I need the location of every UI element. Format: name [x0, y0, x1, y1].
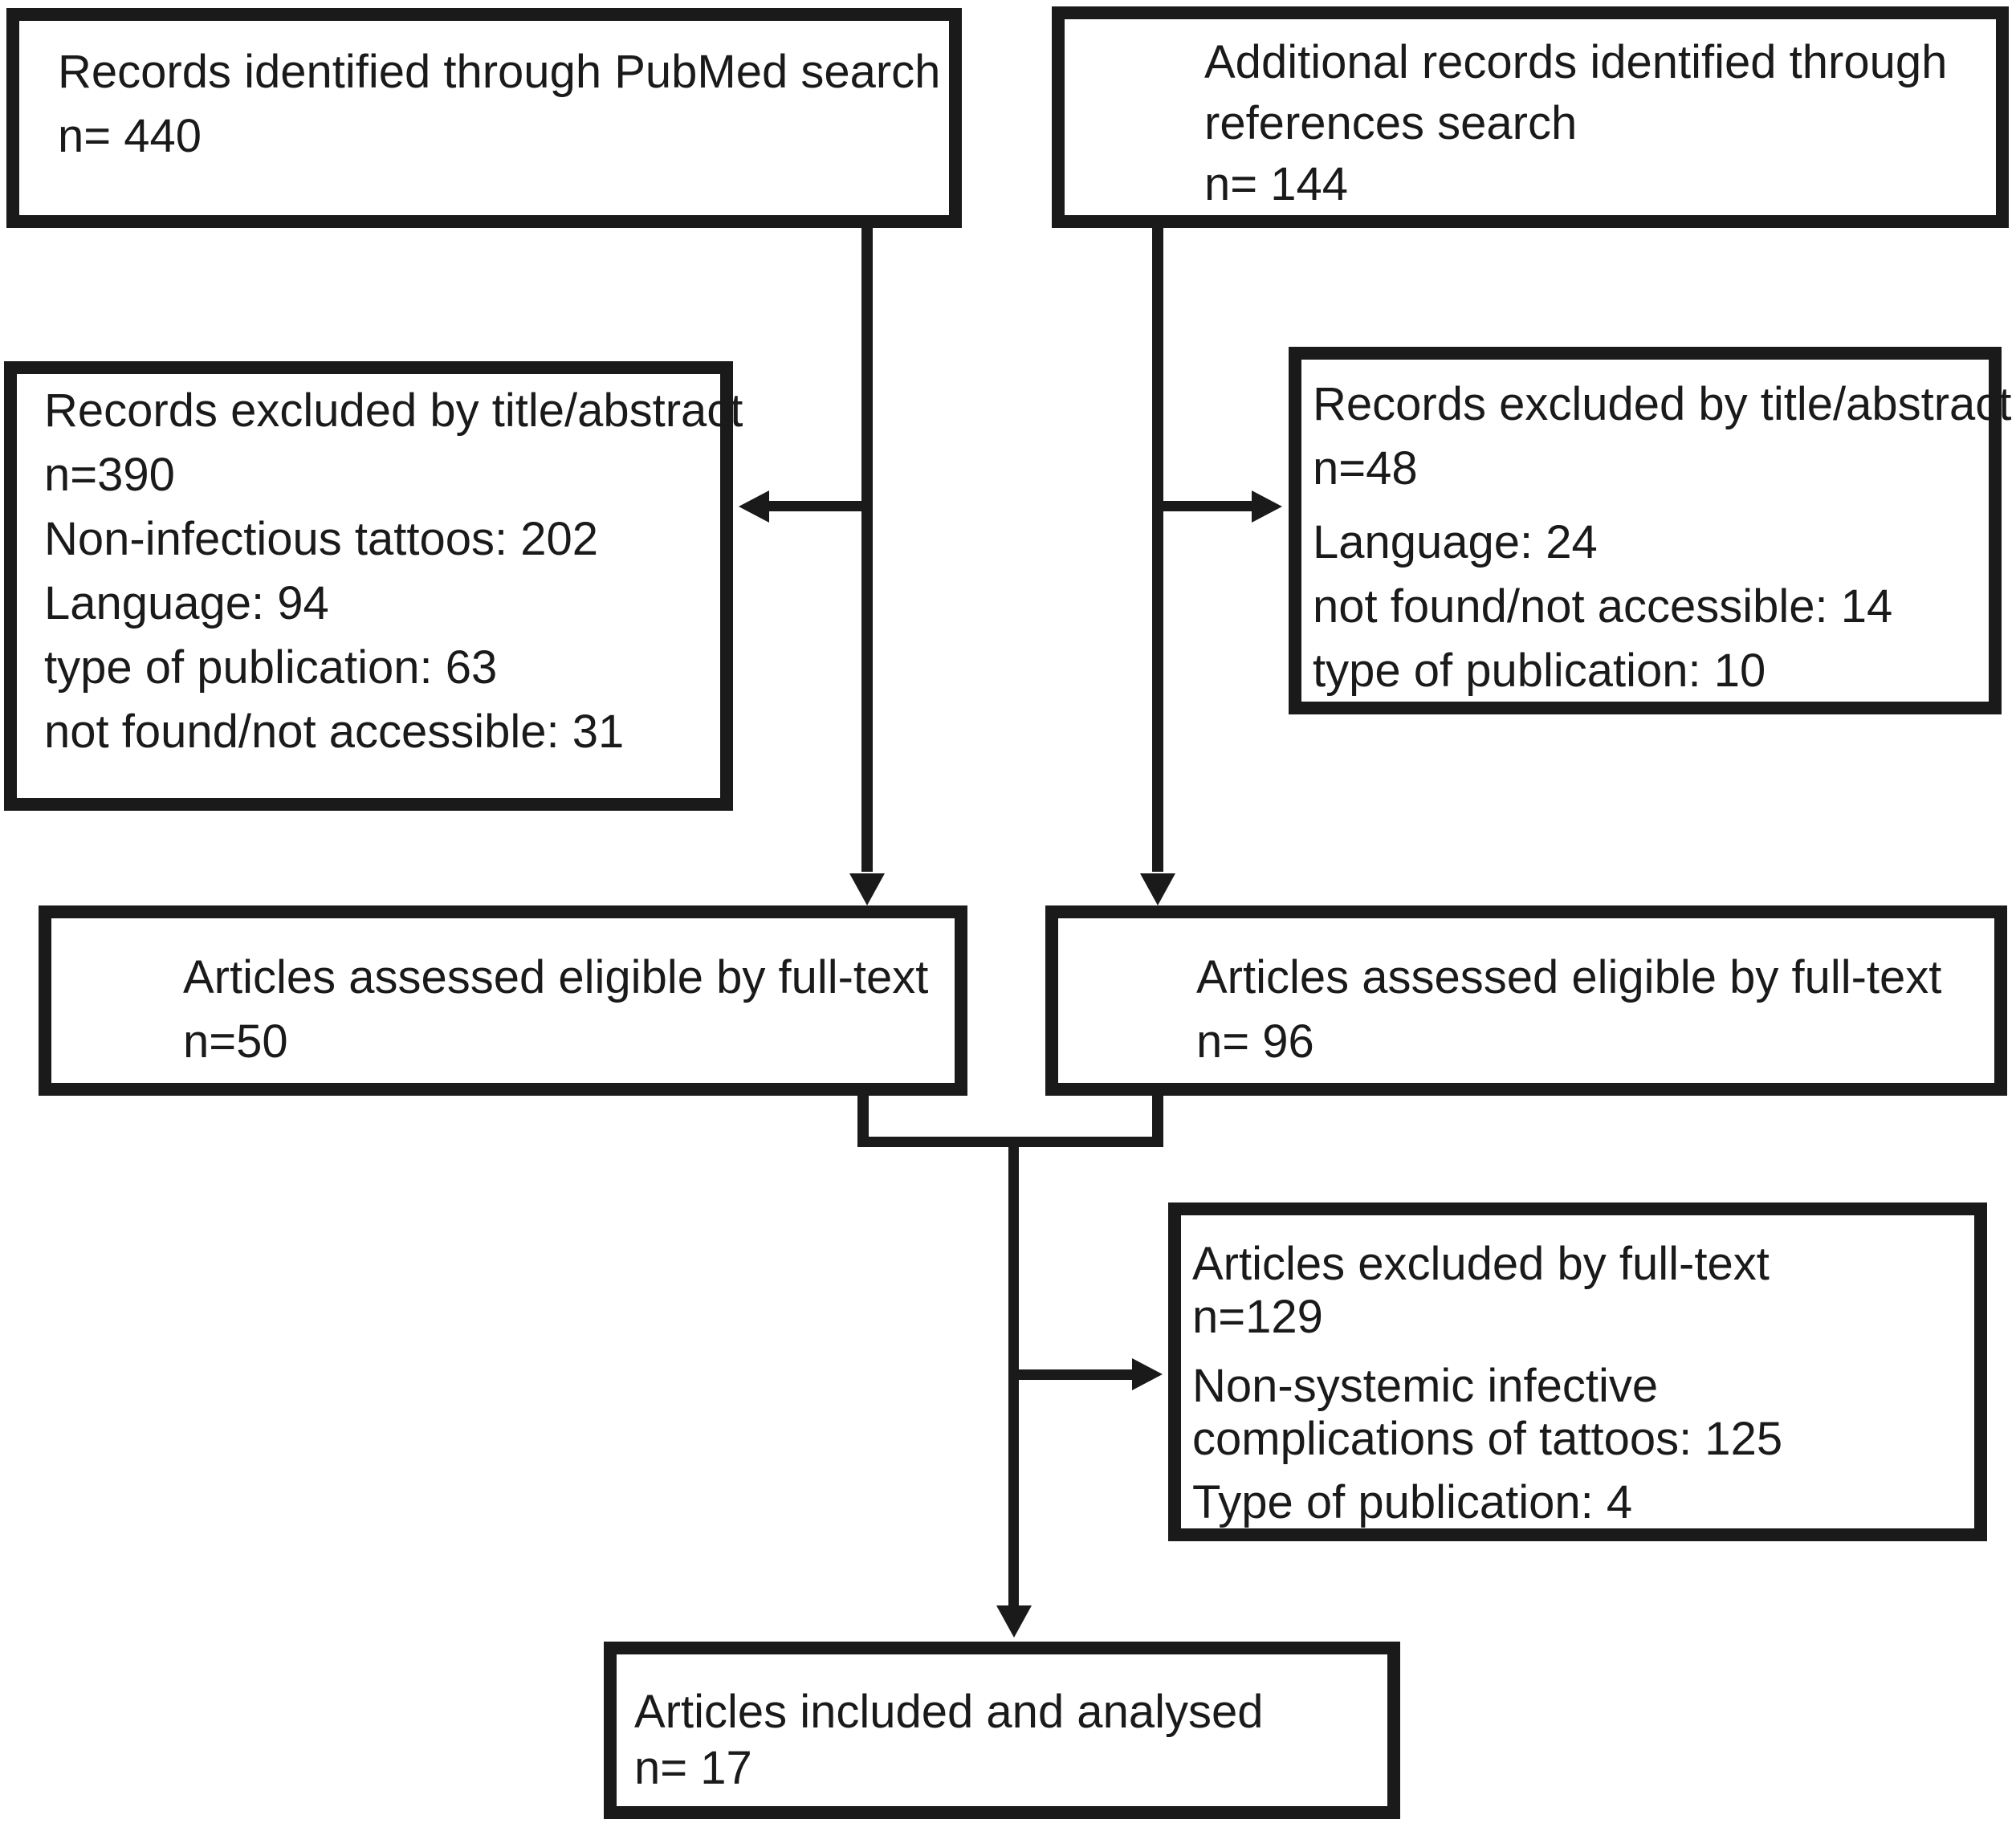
arrowhead-right-to-excluded-fulltext — [1132, 1358, 1163, 1390]
box-included-analysed: Articles included and analysed n= 17 — [604, 1642, 1400, 1819]
arrowhead-down-to-included — [996, 1605, 1032, 1638]
box-eligible-fulltext-pubmed: Articles assessed eligible by full-text … — [39, 905, 967, 1096]
box-eligible-fulltext-references: Articles assessed eligible by full-text … — [1045, 905, 2007, 1096]
box-text-line: references search — [1204, 97, 1578, 149]
box-excluded-fulltext: Articles excluded by full-text n=129 Non… — [1168, 1202, 1987, 1541]
box-count-line: n=390 — [44, 449, 175, 501]
box-reason-line: Non-infectious tattoos: 202 — [44, 513, 598, 565]
connector-to-excluded-fulltext — [1014, 1369, 1134, 1380]
box-reason-line: Non-systemic infective — [1192, 1360, 1659, 1412]
box-excluded-title-abstract-pubmed: Records excluded by title/abstract n=390… — [4, 361, 743, 811]
box-reason-line: type of publication: 63 — [44, 641, 498, 694]
connector-to-excluded-pubmed — [764, 501, 867, 511]
box-count-line: n= 96 — [1196, 1015, 1314, 1068]
box-additional-records-references: Additional records identified through re… — [1052, 6, 2009, 228]
box-reason-line: Language: 24 — [1313, 516, 1598, 568]
box-text-line: Articles assessed eligible by full-text — [1196, 951, 1942, 1003]
box-reason-line: not found/not accessible: 31 — [44, 706, 625, 758]
box-reason-line: complications of tattoos: 125 — [1192, 1413, 1783, 1465]
box-text-line: Articles assessed eligible by full-text — [183, 951, 929, 1003]
box-reason-line: not found/not accessible: 14 — [1313, 580, 1893, 633]
box-count-line: n=129 — [1192, 1291, 1323, 1343]
box-reason-line: Type of publication: 4 — [1192, 1476, 1633, 1528]
box-text-line: Articles included and analysed — [634, 1686, 1264, 1738]
box-count-line: n= 440 — [58, 110, 202, 162]
box-count-line: n=48 — [1313, 442, 1418, 494]
box-count-line: n=50 — [183, 1015, 288, 1068]
box-count-line: n= 17 — [634, 1742, 752, 1794]
connector-vertical-pubmed — [861, 227, 873, 872]
box-count-line: n= 144 — [1204, 158, 1349, 210]
connector-drop-eligible-references — [1152, 1092, 1163, 1147]
arrowhead-left-to-excluded-pubmed — [739, 490, 769, 523]
connector-vertical-merged — [1008, 1137, 1019, 1607]
connector-drop-eligible-pubmed — [857, 1092, 869, 1147]
arrowhead-down-to-eligible-references — [1140, 873, 1175, 905]
box-text-line: Records excluded by title/abstract — [1313, 378, 2012, 430]
arrowhead-down-to-eligible-pubmed — [849, 873, 885, 905]
box-excluded-title-abstract-references: Records excluded by title/abstract n=48 … — [1289, 347, 2012, 714]
connector-to-excluded-references — [1152, 501, 1253, 511]
box-records-identified-pubmed: Records identified through PubMed search… — [6, 8, 962, 228]
box-text-line: Articles excluded by full-text — [1192, 1238, 1770, 1290]
arrowhead-right-to-excluded-references — [1252, 490, 1282, 523]
box-text-line: Records identified through PubMed search — [58, 46, 941, 98]
box-reason-line: type of publication: 10 — [1313, 645, 1766, 697]
connector-vertical-references — [1152, 227, 1163, 872]
box-text-line: Additional records identified through — [1204, 36, 1948, 88]
box-reason-line: Language: 94 — [44, 577, 329, 629]
box-text-line: Records excluded by title/abstract — [44, 385, 743, 437]
